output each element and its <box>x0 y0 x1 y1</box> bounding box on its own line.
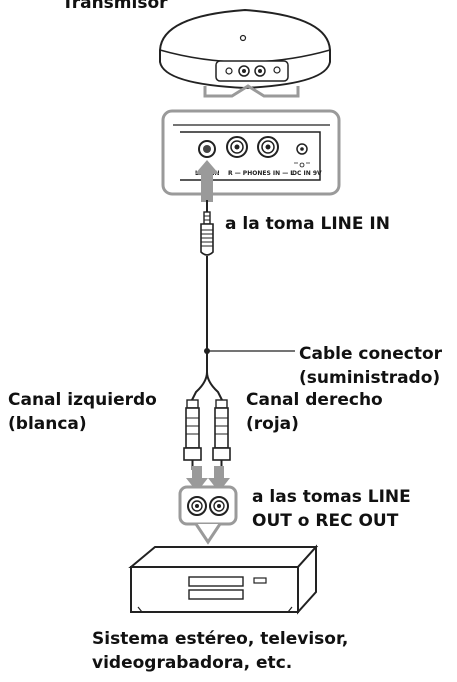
stereo-device <box>128 544 319 615</box>
left-channel-label-line2: (blanca) <box>8 414 87 434</box>
system-label-line2: videograbadora, etc. <box>92 653 293 673</box>
transmitter-unit <box>159 8 331 90</box>
system-label-line1: Sistema estéreo, televisor, <box>92 629 349 649</box>
rca-plug-red <box>212 399 231 470</box>
connecting-cable <box>191 256 295 401</box>
dc-in-marking: DC IN 9V <box>292 170 322 177</box>
right-channel-label-line2: (roja) <box>246 414 299 434</box>
cable-label-line1: Cable conector <box>299 344 443 364</box>
zoom-bracket <box>203 84 300 98</box>
line-out-arrows <box>186 466 230 492</box>
transmitter-rear-panel <box>215 60 289 82</box>
rear-panel-zoom: LINE IN R — PHONES IN — L DC IN 9V <box>161 109 341 196</box>
rca-plug-white <box>183 399 202 470</box>
line-out-label-line2: OUT o REC OUT <box>252 511 399 531</box>
line-in-jack-label: a la toma LINE IN <box>225 214 390 234</box>
line-out-label-line1: a las tomas LINE <box>252 487 411 507</box>
right-channel-label-line1: Canal derecho <box>246 390 383 410</box>
cable-label-line2: (suministrado) <box>299 368 441 388</box>
line-in-arrow <box>195 160 219 202</box>
transmitter-label: Transmisor <box>62 0 168 13</box>
mini-plug <box>200 200 214 256</box>
left-channel-label-line1: Canal izquierdo <box>8 390 157 410</box>
line-out-panel <box>178 485 238 545</box>
phones-in-marking: R — PHONES IN — L <box>228 170 294 177</box>
